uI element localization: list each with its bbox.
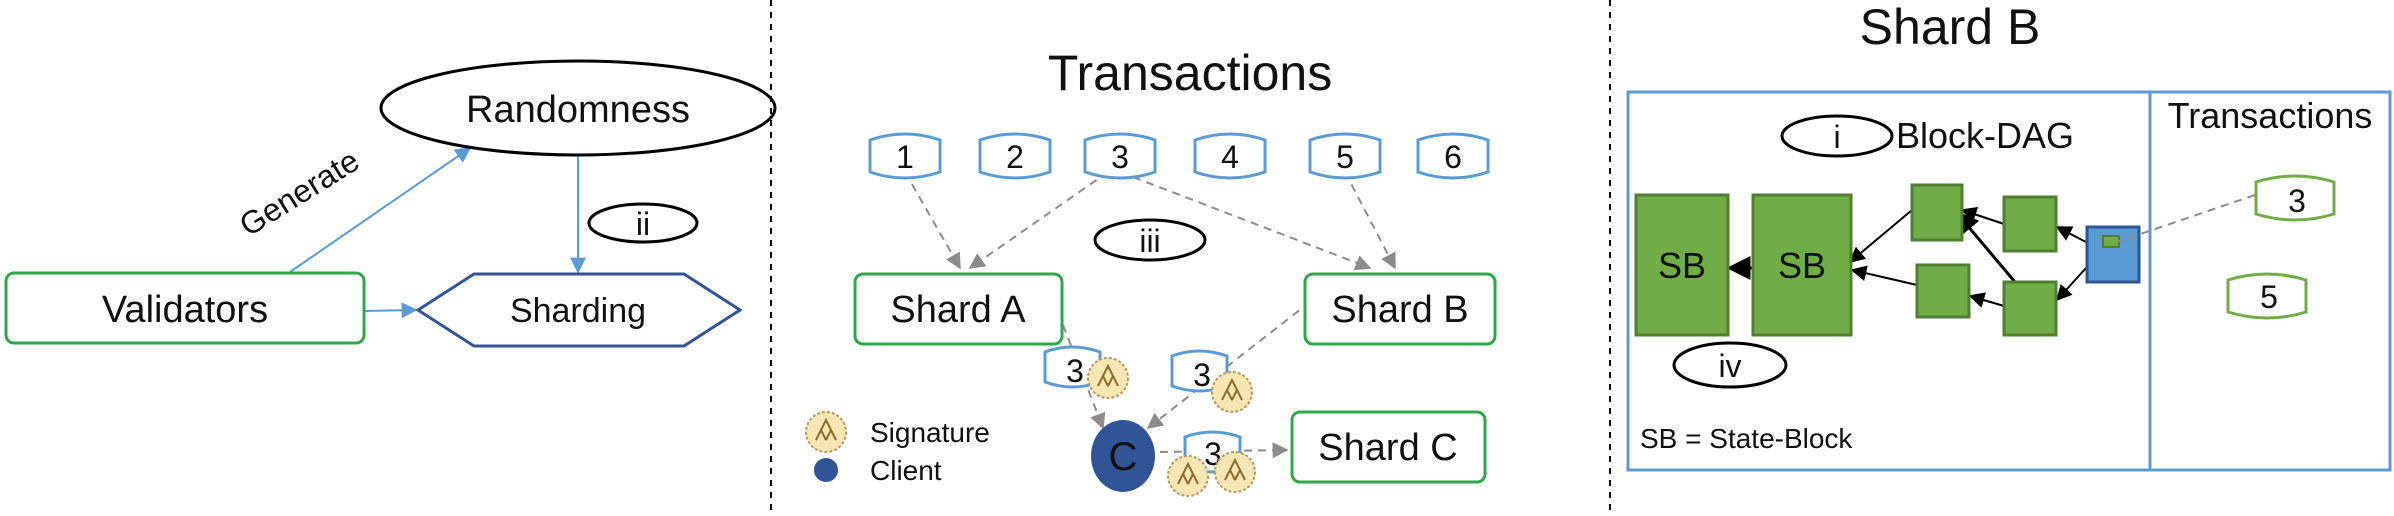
transaction-label: 1 [896,139,914,175]
arrow-tx5-to-shard-b [1344,171,1396,270]
transaction-tx-4: 4 [1193,132,1267,180]
step-i-badge: i [1780,114,1894,158]
sharding-label: Sharding [510,292,646,330]
arrow-shard-b-to-client [1146,301,1311,429]
signed-tx-from-shard-a: 3 [1043,345,1129,399]
validators-label: Validators [102,289,268,331]
client-letter: C [1109,435,1138,479]
signature-icon [805,411,847,453]
arrow-validators-to-sharding [363,302,418,319]
transaction-label: 3 [1111,139,1129,175]
step-iv-badge: iv [1672,341,1788,389]
shard-b-node: Shard B [1303,272,1497,346]
signature-icon [1214,451,1256,493]
dag-block [1915,263,1971,319]
step-iv-label: iv [1718,348,1741,384]
shard-c-node: Shard C [1290,410,1487,484]
pool-title: Transactions [2168,95,2373,136]
sharding-node: Sharding [415,272,743,348]
transaction-label: 5 [1336,139,1354,175]
pending-tx: 5 [2226,272,2308,320]
dag-block [2002,195,2058,253]
legend-client-label: Client [870,455,942,486]
edge-block4-to-block2 [1968,292,2005,308]
state-block-old: SB [1634,193,1730,337]
edge-tip-to-block4 [2055,267,2087,302]
step-iii-label: iii [1139,223,1160,259]
randomness-node: Randomness [379,59,777,157]
edge-block4-to-block1 [1954,210,2017,283]
step-iii-badge: iii [1093,218,1207,262]
validators-node: Validators [4,271,366,345]
transaction-tx-1: 1 [868,132,942,180]
transaction-tx-5: 5 [1308,132,1382,180]
arrow-tx3-to-shard-b [1119,171,1372,271]
signature-icon [1167,455,1209,497]
generate-label: Generate [233,142,365,243]
shard-b-label: Shard B [1331,289,1468,331]
blockdag-title: Block-DAG [1896,115,2074,156]
state-block-new: SB [1751,193,1853,337]
dag-block [1910,183,1964,242]
step-i-label: i [1833,119,1840,155]
transaction-tx-2: 2 [978,132,1052,180]
shard-c-label: Shard C [1318,427,1457,469]
step-ii-label: ii [636,206,650,242]
signed-tx-label: 3 [1066,353,1084,389]
randomness-label: Randomness [466,89,690,131]
state-block-label: SB [1658,245,1706,286]
transaction-label: 2 [1006,139,1024,175]
client-icon [814,458,838,482]
client-node: C [1091,420,1155,492]
arrow-tx1-to-shard-a [904,171,961,270]
edge-block1-to-sb [1848,209,1913,264]
pending-tx-label: 5 [2260,279,2278,315]
signed-tx-label: 3 [1193,357,1211,393]
dag-tip-block [2085,225,2141,284]
transaction-list: 1 2 3 4 5 6 [868,132,1490,180]
shard-a-node: Shard A [853,272,1064,346]
panel-randomness-sharding: Randomness Generate ii Validators Shardi… [4,59,777,348]
signature-icon [1087,357,1129,399]
signed-tx-from-shard-b: 3 [1170,349,1253,413]
transaction-label: 6 [1444,139,1462,175]
edge-tip-to-block3 [2055,226,2087,243]
arrow-tx3-to-shard-a [968,171,1109,269]
shard-b-title: Shard B [1860,0,2041,55]
state-block-definition: SB = State-Block [1640,423,1853,454]
pending-tx-label: 3 [2288,183,2306,219]
transaction-label: 4 [1221,139,1239,175]
signature-icon [1211,371,1253,413]
transactions-title: Transactions [1048,45,1332,101]
transaction-tx-6: 6 [1416,132,1490,180]
signed-tx-to-shard-c: 3 [1167,430,1256,497]
edge-block2-to-sb [1850,265,1918,286]
step-ii-badge: ii [587,202,699,244]
shard-a-label: Shard A [890,289,1026,331]
arrow-pool-to-tip [2116,194,2256,243]
legend: Signature Client [805,411,990,486]
panel-shard-b: Shard B Transactions i Block-DAG SB SB [1626,0,2392,472]
state-block-label: SB [1778,245,1826,286]
arrow-validators-to-randomness [289,147,472,273]
transaction-tx-3: 3 [1083,132,1157,180]
legend-signature-label: Signature [870,417,990,448]
pending-tx: 3 [2254,174,2336,222]
dag-block [2002,280,2058,337]
